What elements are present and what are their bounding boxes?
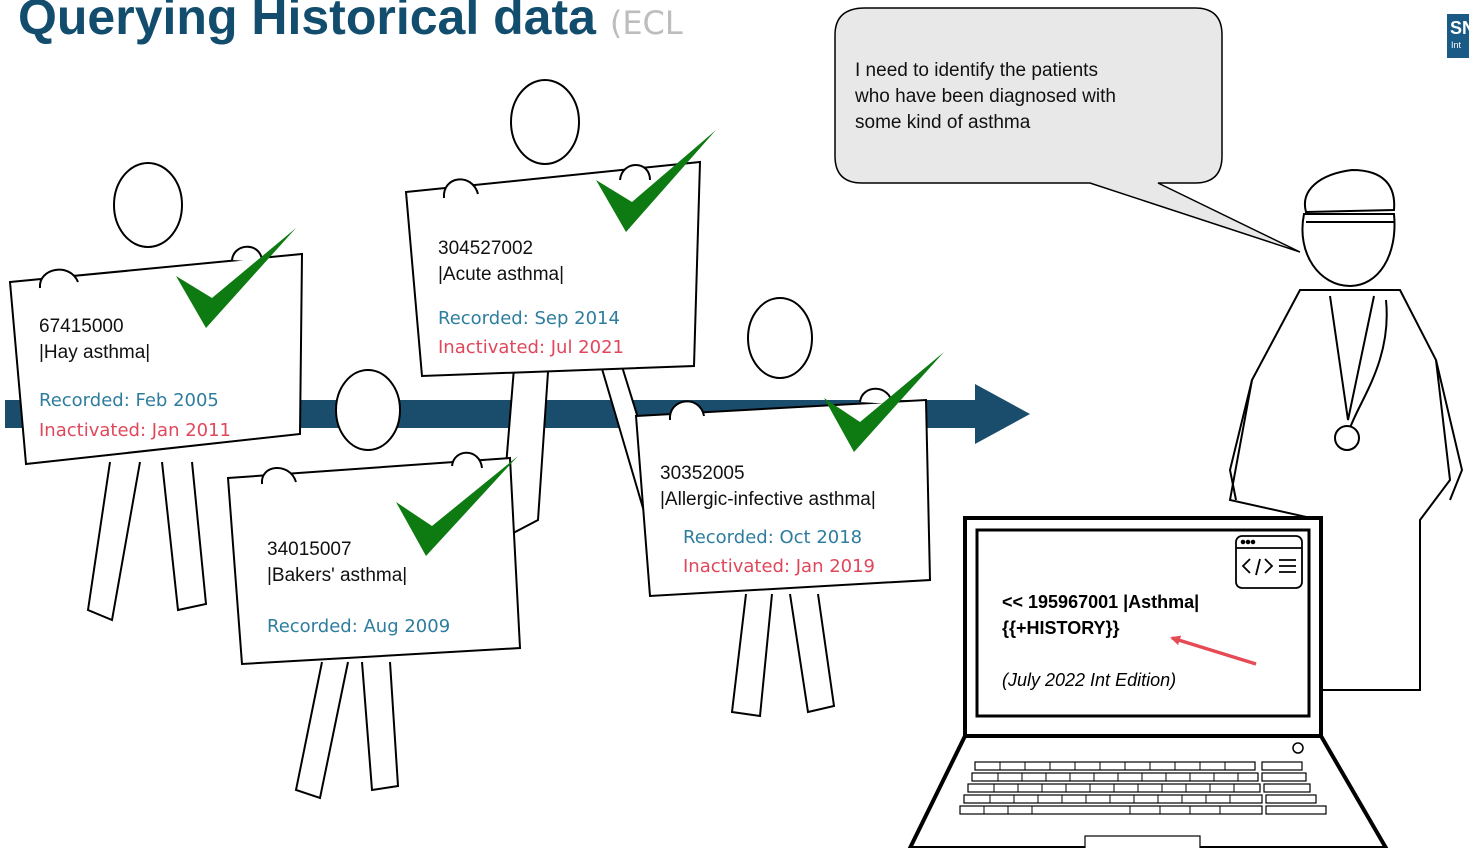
card-1-code: 67415000: [39, 316, 124, 337]
logo-subtext: Int: [1451, 40, 1462, 50]
speech-bubble-line-2: who have been diagnosed with: [855, 86, 1116, 107]
card-1-recorded: Recorded: Feb 2005: [39, 390, 219, 411]
card-4-term: |Allergic-infective asthma|: [660, 489, 876, 510]
logo-text: SN: [1450, 18, 1469, 38]
person-figure-3: [294, 369, 401, 800]
code-window-icon: [1235, 535, 1303, 589]
speech-bubble-line-3: some kind of asthma: [855, 112, 1031, 133]
page-title-main: Querying Historical data: [18, 0, 596, 45]
card-2-term: |Acute asthma|: [438, 264, 565, 285]
ecl-query-line-2: {{+HISTORY}}: [1002, 618, 1120, 638]
card-1-inactivated: Inactivated: Jan 2011: [39, 420, 232, 441]
card-1-term: |Hay asthma|: [39, 342, 151, 363]
checkmark-icon-3: [396, 456, 518, 556]
checkmark-icon-1: [176, 228, 296, 328]
checkmark-icon-2: [596, 130, 716, 232]
doctor-figure: [1228, 168, 1464, 691]
ecl-query-line-1: << 195967001 |Asthma|: [1002, 592, 1200, 612]
page-title-subtitle: (ECL: [609, 4, 683, 42]
edition-label: (July 2022 Int Edition): [1002, 670, 1177, 690]
card-1-board: [8, 245, 304, 466]
card-4-inactivated: Inactivated: Jan 2019: [683, 556, 876, 577]
card-3-recorded: Recorded: Aug 2009: [267, 616, 451, 637]
person-figure-4: [730, 297, 836, 718]
person-figure-1: [86, 162, 208, 622]
checkmark-icon-4: [824, 352, 944, 452]
card-3-code: 34015007: [267, 539, 352, 560]
card-2-inactivated: Inactivated: Jul 2021: [438, 337, 624, 358]
card-4-code: 30352005: [660, 463, 745, 484]
card-4-recorded: Recorded: Oct 2018: [683, 527, 863, 548]
card-3-board: [226, 451, 522, 666]
speech-bubble-text: I need to identify the patients who have…: [855, 58, 1205, 136]
speech-bubble-line-1: I need to identify the patients: [855, 60, 1098, 81]
card-3-term: |Bakers' asthma|: [267, 565, 408, 586]
card-2-code: 304527002: [438, 238, 534, 259]
page-title: Querying Historical data (ECL: [18, 0, 683, 46]
annotation-arrow: [1170, 635, 1257, 666]
logo: SN Int: [1447, 14, 1469, 58]
card-2-recorded: Recorded: Sep 2014: [438, 308, 620, 329]
speech-bubble: [834, 7, 1301, 253]
